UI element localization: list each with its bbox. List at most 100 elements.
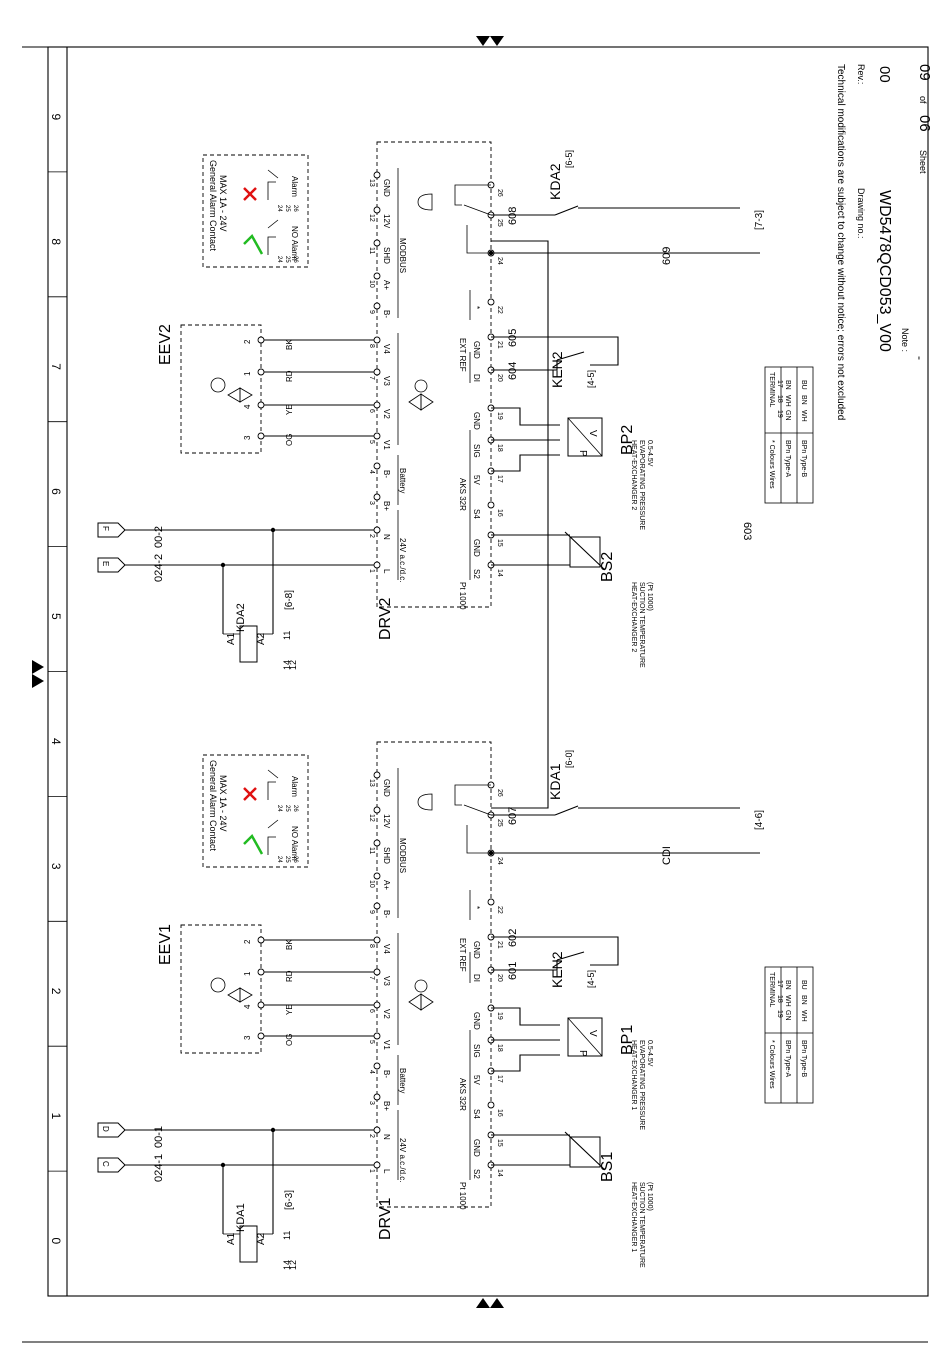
eev-pin-4: 4 <box>243 1004 252 1009</box>
sheet-value: 06 <box>916 115 933 132</box>
bp-wire-gnd <box>491 407 560 426</box>
eev-wire-color-ye: YE <box>285 404 294 415</box>
eev-box <box>180 924 262 1054</box>
wire-label-cdi: 609 <box>661 247 673 265</box>
potential-tag-n <box>97 522 126 538</box>
terminal-16 <box>487 501 495 509</box>
terminal-7 <box>373 968 381 976</box>
pin-name-11: SHD <box>382 847 391 864</box>
terminal-6 <box>373 401 381 409</box>
ok-check-icon <box>243 233 264 255</box>
coil-a1-label: A1 <box>226 1232 237 1245</box>
bp-wire-5v <box>491 1054 560 1072</box>
eev-pin-4: 4 <box>243 404 252 409</box>
eev-box <box>180 324 262 454</box>
alarm-pin-b-24: 24 <box>276 205 282 212</box>
alarm-pin-b-24: 24 <box>276 805 282 812</box>
power-group-label: 24V a.c./d.c. <box>398 538 407 582</box>
pin-number-5: 5 <box>368 1040 375 1044</box>
pin-number-12: 12 <box>368 814 375 822</box>
kda-coil <box>239 625 258 663</box>
pin-number-10: 10 <box>368 280 375 288</box>
pin-name-6: V2 <box>382 409 391 419</box>
contact-12-label: 12 <box>288 1260 298 1270</box>
colours-table-val-0-1: WH <box>784 395 791 407</box>
pin-number-2: 2 <box>368 534 375 538</box>
bs-desc-0: HEAT-EXCHANGER 1 <box>630 1182 637 1252</box>
pin-name-6: V2 <box>382 1009 391 1019</box>
bp-label: BP1 <box>619 1025 636 1055</box>
bs-sensor-slash <box>564 531 606 571</box>
kda-aux-label: KDA1 <box>547 763 563 800</box>
eev-terminal-1 <box>257 968 265 976</box>
eev-pin-3: 3 <box>243 1035 252 1040</box>
bell-icon <box>417 193 433 211</box>
aks-group-label: AKS 32R <box>458 1078 467 1111</box>
power-group-label: 24V a.c./d.c. <box>398 1138 407 1182</box>
bp-sensor-diag <box>567 1017 603 1057</box>
ken-label: KEN2 <box>549 951 565 988</box>
eev-terminal-2 <box>257 336 265 344</box>
rev-label: Rev.: <box>856 64 866 84</box>
sheet-of-label: of <box>918 96 928 104</box>
terminal-9 <box>373 902 381 910</box>
link-wire-label: 603 <box>741 522 753 540</box>
valve-motor-drv <box>414 379 428 393</box>
contact-12-label: 12 <box>288 660 298 670</box>
pin-name-4: B- <box>382 470 391 478</box>
terminal-1 <box>373 1161 381 1169</box>
wire-label-di: 604 <box>507 362 519 380</box>
alarm-pin-24: 24 <box>276 256 282 263</box>
pin-name-21: GND <box>472 941 481 959</box>
eev-terminal-4 <box>257 401 265 409</box>
alarm-pin-b-25: 25 <box>284 205 290 212</box>
no-alarm-label: NO Alarm <box>290 226 299 261</box>
ken-contact-blade <box>556 951 585 961</box>
potential-tag-l <box>97 1157 126 1173</box>
alarm-contact-box <box>202 754 309 868</box>
coil-a1-label: A1 <box>226 632 237 645</box>
colours-table-type-0: BPn Type-A <box>784 440 791 478</box>
relay-contact-26 <box>454 184 491 206</box>
drv-label: DRV1 <box>377 1198 394 1240</box>
colours-table-type-1: BPn Type-B <box>800 440 807 478</box>
alarm-contact-no <box>267 219 279 255</box>
relay-contact-24 <box>466 825 491 854</box>
pin-number-15: 15 <box>496 1139 503 1147</box>
grid-col-3: 3 <box>49 863 63 870</box>
bp-desc-2: 0.5-4.5V <box>646 1040 653 1067</box>
terminal-5 <box>373 1032 381 1040</box>
potential-tag-l <box>97 557 126 573</box>
pin-number-3: 3 <box>368 1101 375 1105</box>
bp-desc-1: EVAPORATING PRESSURE <box>638 440 645 530</box>
center-mark-top-2 <box>490 36 504 46</box>
alarm-cross-icon-2 <box>243 187 257 201</box>
pin-number-24: 24 <box>496 257 503 265</box>
eev-pin-1: 1 <box>243 371 252 376</box>
kda-aux-label: KDA2 <box>547 163 563 200</box>
pin-number-9: 9 <box>368 310 375 314</box>
terminal-13 <box>373 771 381 779</box>
terminal-11 <box>373 839 381 847</box>
alarm-pin-b-26: 26 <box>292 205 298 212</box>
bp-sensor-diag <box>567 417 603 457</box>
pin-number-12: 12 <box>368 214 375 222</box>
eev-motor-icon <box>210 377 226 393</box>
terminal-13 <box>373 171 381 179</box>
colours-table-val-1-0: BU <box>800 980 807 990</box>
pt1000-group-label: Pt 1000 <box>458 1182 467 1210</box>
bp-desc-1: EVAPORATING PRESSURE <box>638 1040 645 1130</box>
wire-label-di: 601 <box>507 962 519 980</box>
terminal-4 <box>373 1062 381 1070</box>
pin-number-1: 1 <box>368 569 375 573</box>
ken-wire-di <box>491 960 558 971</box>
colours-table-term-19: 19 <box>776 1010 783 1018</box>
pin-name-8: V4 <box>382 344 391 354</box>
contact-14-label: 14 <box>282 660 292 670</box>
wire-label-25: 607 <box>507 807 519 825</box>
pin-name-20: DI <box>472 374 481 382</box>
potential-label-l: E <box>101 561 110 566</box>
pin-name-22: * <box>472 906 481 909</box>
